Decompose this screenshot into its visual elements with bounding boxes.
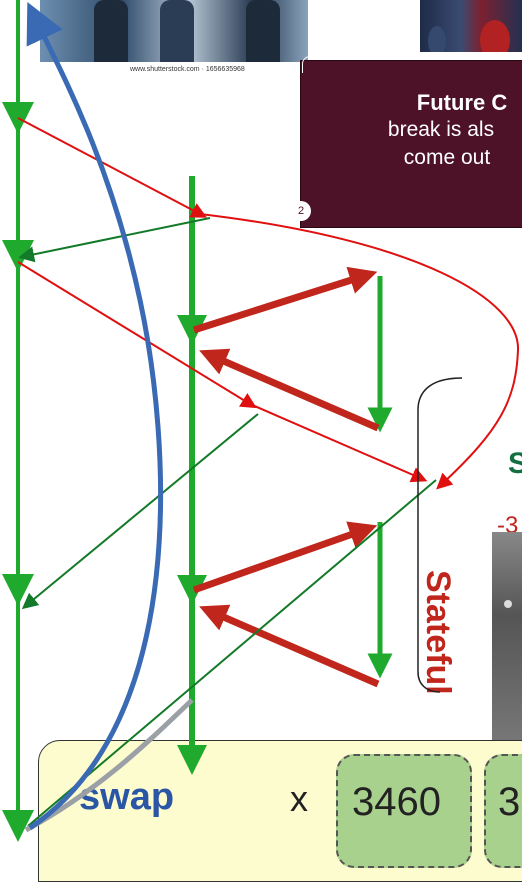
- red-message: [17, 261, 257, 409]
- request-arrow: [192, 521, 378, 594]
- blue-swap-arrow: [26, 1, 164, 831]
- red-loop: [199, 213, 520, 490]
- response-arrow: [199, 348, 380, 432]
- value-box-1-text: 3460: [352, 780, 441, 824]
- green-message: [18, 217, 211, 263]
- photo-credit: www.shutterstock.com · 1656635968: [130, 66, 245, 73]
- card-scroll-curl: [302, 56, 522, 73]
- green-message: [27, 479, 437, 827]
- red-message: [249, 403, 428, 483]
- x-label: x: [290, 778, 308, 819]
- green-message: [21, 413, 259, 610]
- request-arrow: [192, 266, 378, 334]
- timeline-arrows: [2, 0, 520, 842]
- gray-return: [24, 698, 194, 833]
- card-title: Future C: [416, 90, 508, 115]
- card-page-badge: 2: [291, 201, 311, 221]
- photo-crowd: [420, 0, 522, 52]
- photo-business-people: [40, 0, 308, 62]
- red-message: [17, 117, 208, 218]
- future-card: Future C break is als come out 2: [291, 60, 522, 228]
- value-box-2-text: 3: [498, 780, 521, 824]
- card-line-2: come out: [403, 146, 491, 169]
- side-heading-fragment: S: [508, 447, 522, 480]
- photo-device: [492, 532, 522, 742]
- card-line-1: break is als: [387, 118, 495, 141]
- stateful-bracket: [417, 377, 463, 693]
- value-box-2: 3: [484, 754, 522, 868]
- response-arrow: [199, 604, 380, 688]
